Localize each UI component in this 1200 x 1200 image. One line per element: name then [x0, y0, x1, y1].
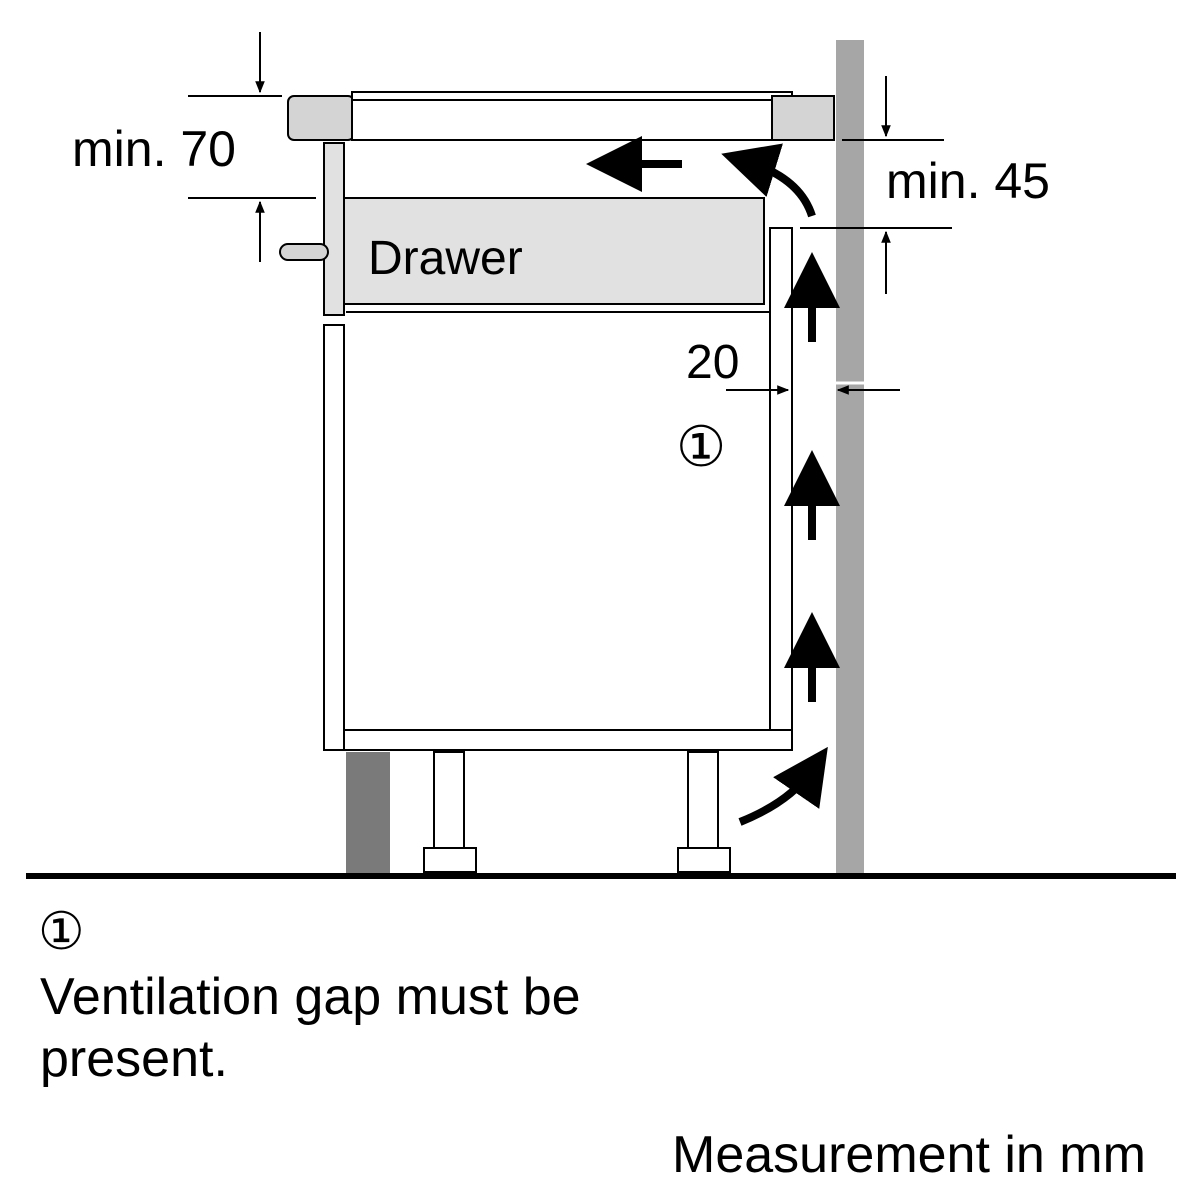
drawer-label: Drawer: [368, 232, 523, 285]
dim-45-label: min. 45: [886, 153, 1050, 209]
hob-body: [351, 97, 775, 141]
cabinet-foot-left-pad: [423, 847, 477, 873]
drawer-box: [343, 197, 765, 305]
ventilation-gap-marker: ①: [676, 415, 726, 478]
drawer-handle: [279, 243, 329, 261]
cabinet-foot-left: [433, 751, 465, 851]
hob-frame-right: [771, 95, 835, 141]
wall: [836, 40, 864, 873]
dim-70-label: min. 70: [72, 121, 236, 177]
dim-20-label: 20: [686, 336, 739, 389]
cabinet-foot-right: [687, 751, 719, 851]
units-note: Measurement in mm: [672, 1126, 1146, 1184]
cabinet-foot-right-pad: [677, 847, 731, 873]
legend-marker: ①: [38, 903, 85, 961]
plinth: [346, 752, 390, 873]
airflow-arrow-top-curve: [721, 143, 816, 218]
drawer-front: [323, 142, 345, 316]
hob-frame-left: [287, 95, 355, 141]
cabinet-front-door: [323, 324, 345, 751]
cabinet-back-panel: [769, 227, 793, 731]
hob-glass-top: [351, 91, 793, 101]
cabinet-base-board: [343, 729, 793, 751]
airflow-arrow-bottom-curve: [738, 746, 828, 826]
legend-text: Ventilation gap must be present.: [40, 968, 581, 1088]
